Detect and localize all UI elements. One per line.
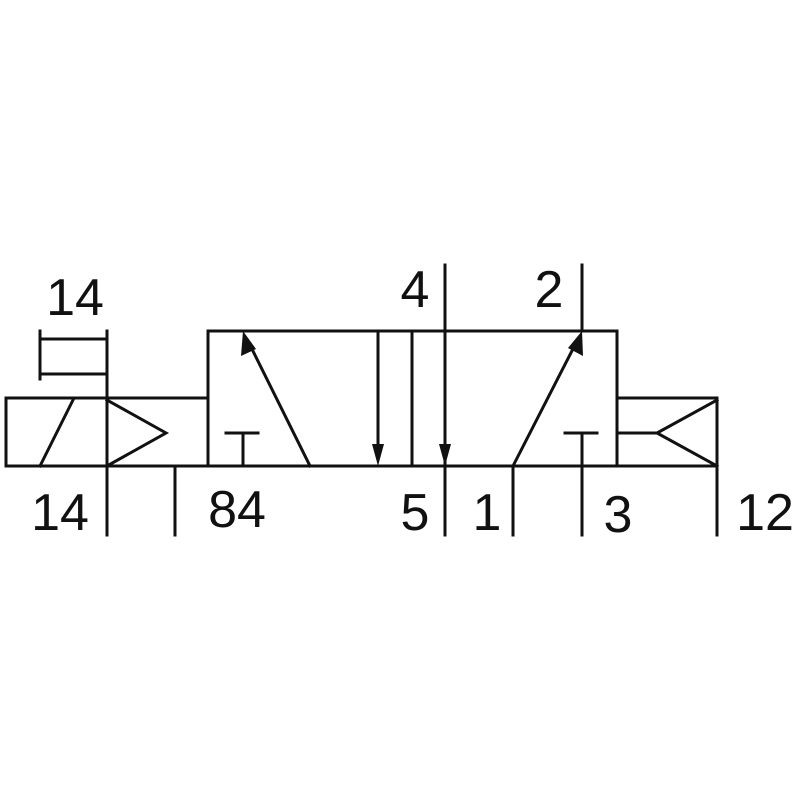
label-84: 84 [208,481,266,539]
port-3-line [563,431,599,537]
right-pilot-actuator [615,396,720,537]
valve-body [206,263,619,537]
label-port-4: 4 [401,261,430,319]
label-pilot-top: 14 [46,269,104,327]
manual-override-bracket [38,329,109,381]
label-port-12: 12 [736,484,794,542]
flow-arrow-left [245,338,313,469]
label-pilot-bottom: 14 [31,484,89,542]
label-port-3: 3 [604,486,633,544]
left-solenoid-actuator [4,329,210,537]
blocked-port-left [224,431,260,468]
label-port-2: 2 [535,261,564,319]
label-port-5: 5 [401,484,430,542]
label-port-1: 1 [473,484,502,542]
pilot-triangle-left [104,397,170,469]
flow-arrow-right [510,338,580,469]
